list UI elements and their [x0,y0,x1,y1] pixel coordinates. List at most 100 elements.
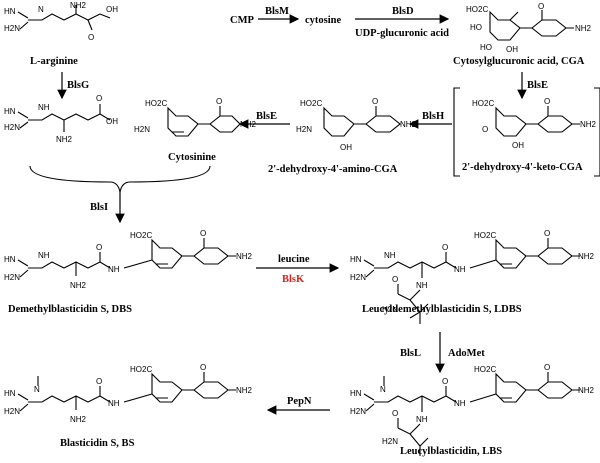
atom-label: NH [108,399,120,408]
bond-line [469,238,538,269]
blse-label-2: BlsE [256,111,277,122]
atom-label: HO2C [472,99,494,108]
atom-label: NH2 [240,120,257,129]
bond-line [469,372,538,403]
atom-label: NH2 [70,1,87,10]
atom-label: N [34,385,40,394]
keto-cga-structure: HO2C O NH2 O OH [472,97,597,150]
bond-line [209,106,241,133]
bond-line [193,372,236,399]
atom-label: HN [4,389,16,398]
atom-label: O [442,377,448,386]
atom-label: OH [106,5,118,14]
atom-label: OH [340,143,352,152]
keto-cga-bracket [453,87,600,177]
atom-label: N [380,385,386,394]
amino-cga-structure: HO2C O NH2 H2N OH [296,97,417,152]
atom-label: H2N [134,125,150,134]
cmp-label: CMP [230,15,254,26]
atom-label: OH [512,141,524,150]
atom-label: NH2 [400,120,417,129]
atom-label: O [96,377,102,386]
blsd-label: BlsD [392,6,414,17]
atom-label: H2N [350,273,366,282]
atom-label: OH [106,117,118,126]
atom-label: HO2C [130,365,152,374]
cytosinine-label: Cytosinine [168,152,216,163]
atom-label: O [96,94,102,103]
atom-label: HO2C [474,231,496,240]
atom-label: H2N [4,273,20,282]
adomet-label: AdoMet [448,348,485,359]
atom-label: HN [350,389,362,398]
atom-label: HO2C [300,99,322,108]
atom-label: NH [454,399,466,408]
blsk-label: BlsK [282,274,305,285]
atom-label: H2N [4,123,20,132]
ldbs-label: Leucyldemethylblasticidin S, LDBS [362,304,522,315]
atom-label: NH2 [236,252,253,261]
atom-label: NH2 [578,386,595,395]
bond-line [489,10,532,41]
leucine-label: leucine [278,254,310,265]
atom-label: HO [470,23,482,32]
keto-cga-label: 2'-dehydroxy-4'-keto-CGA [462,162,583,173]
bond-line [123,238,194,269]
blsl-label: BlsL [400,348,421,359]
bond-line [193,238,236,265]
atom-label: O [88,33,94,42]
bond-line [123,372,194,403]
udp-label: UDP-glucuronic acid [355,28,449,39]
beta-arginine-structure: HN H2N NH NH2 O OH [4,94,118,144]
blsh-label: BlsH [422,111,444,122]
dbs-label: Demethylblasticidin S, DBS [8,304,132,315]
atom-label: NH2 [575,24,592,33]
atom-label: H2N [382,437,398,446]
bond-line [397,418,429,456]
atom-label: HO2C [474,365,496,374]
atom-label: HN [4,255,16,264]
atom-label: NH2 [70,281,87,290]
atom-label: NH [108,265,120,274]
convergence-brace [29,165,211,193]
atom-label: H2N [4,407,20,416]
bond-line [365,106,401,133]
atom-label: NH [38,103,50,112]
atom-label: HO2C [145,99,167,108]
atom-label: H2N [350,407,366,416]
atom-label: NH [384,251,396,260]
blsm-label: BlsM [265,6,289,17]
bond-line [537,106,580,133]
atom-label: NH [416,415,428,424]
blsi-label: BlsI [90,202,108,213]
bond-line [537,238,580,265]
atom-label: NH [416,281,428,290]
cytosinine-structure: HO2C O NH2 H2N [134,97,257,137]
atom-label: O [200,363,206,372]
blse-label-1: BlsE [527,80,548,91]
atom-label: HO [480,43,492,52]
atom-label: NH [454,265,466,274]
cga-structure: HO2C O NH2 HO OH HO [466,2,592,54]
atom-label: O [544,97,550,106]
bs-label: Blasticidin S, BS [60,438,135,449]
atom-label: O [544,229,550,238]
atom-label: HO2C [466,5,488,14]
cytosine-label: cytosine [305,15,342,26]
lbs-structure: HN H2N N NH O NH HO2C O NH2 O H2N [350,363,595,456]
atom-label: H2N [296,125,312,134]
atom-label: NH2 [70,415,87,424]
atom-label: NH2 [236,386,253,395]
atom-label: NH2 [56,135,73,144]
atom-label: N [38,5,44,14]
bond-line [167,106,210,137]
lbs-label: Leucylblasticidin, LBS [400,446,502,457]
atom-label: OH [506,45,518,54]
atom-label: NH2 [580,120,597,129]
atom-label: HN [4,107,16,116]
bond-line [363,252,457,278]
atom-label: O [442,243,448,252]
bond-line [17,104,111,132]
atom-label: O [538,2,544,11]
bond-line [363,386,457,412]
